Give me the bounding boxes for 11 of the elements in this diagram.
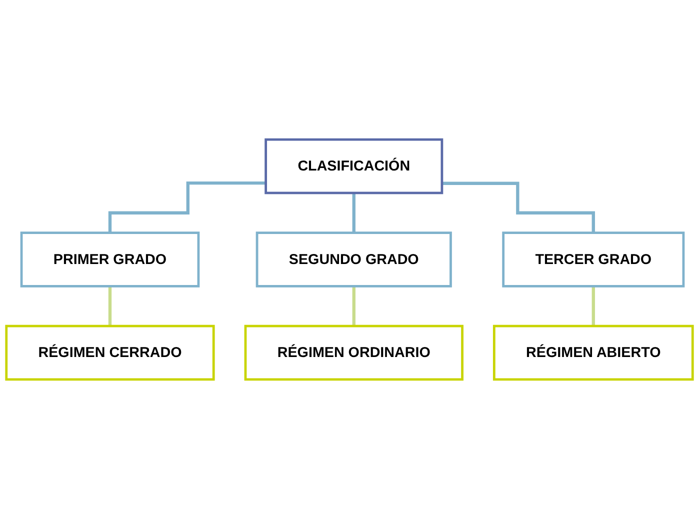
node-box: TERCER GRADO (502, 232, 685, 288)
node-box: RÉGIMEN CERRADO (5, 324, 215, 381)
node-box: RÉGIMEN ORDINARIO (244, 324, 464, 381)
connector (352, 284, 356, 328)
node-box: PRIMER GRADO (20, 232, 200, 288)
connector (352, 191, 356, 234)
connector (108, 284, 112, 328)
node-box: CLASIFICACIÓN (264, 138, 444, 194)
node-box: SEGUNDO GRADO (256, 232, 452, 288)
connector (592, 284, 595, 328)
node-box: RÉGIMEN ABIERTO (492, 324, 694, 381)
